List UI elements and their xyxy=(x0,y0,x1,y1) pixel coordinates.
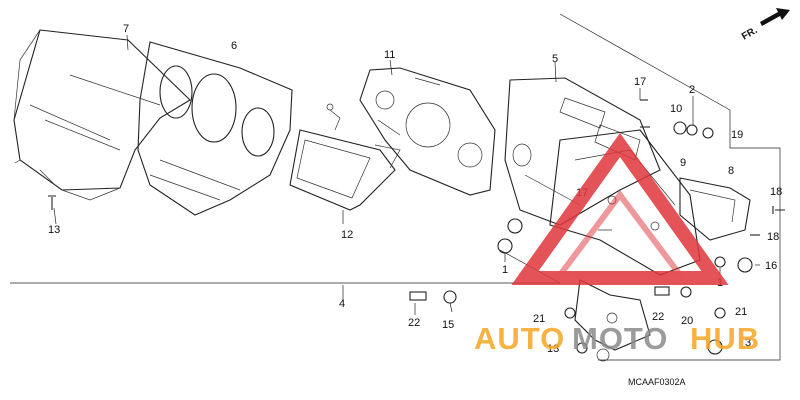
leader-lines xyxy=(53,34,760,315)
callout-9: 9 xyxy=(680,157,686,169)
callout-18-upper: 18 xyxy=(770,186,782,198)
callout-17-upper: 17 xyxy=(634,76,646,88)
watermark-triangle-icon xyxy=(511,132,729,285)
display-unit-part xyxy=(289,103,401,211)
callout-21-right: 21 xyxy=(735,306,747,318)
callout-1-left: 1 xyxy=(502,264,508,276)
callout-2: 2 xyxy=(689,84,695,96)
diagram-code: MCAAF0302A xyxy=(628,377,686,387)
watermark-logo: AUTO MOTO HUB xyxy=(474,132,760,356)
callout-12: 12 xyxy=(341,229,353,241)
front-direction-arrow-icon xyxy=(760,8,790,26)
callout-7: 7 xyxy=(123,23,129,35)
watermark-text-moto: MOTO xyxy=(572,321,668,356)
callout-6: 6 xyxy=(231,40,237,52)
callout-11: 11 xyxy=(384,49,395,61)
callout-15: 15 xyxy=(442,319,454,331)
watermark-text-hub: HUB xyxy=(690,321,760,356)
meter-face-part xyxy=(359,67,496,196)
callout-5: 5 xyxy=(552,53,558,65)
callout-20: 20 xyxy=(681,315,693,327)
callout-19: 19 xyxy=(731,129,743,141)
callout-4: 4 xyxy=(339,298,345,310)
callout-3: 3 xyxy=(745,337,751,349)
callout-22-left: 22 xyxy=(408,317,420,329)
visor-cover-part xyxy=(13,29,191,201)
lower-bracket-part xyxy=(574,279,651,362)
callout-16: 16 xyxy=(765,260,777,272)
boundary-lines xyxy=(10,13,781,361)
front-direction-label: FR. xyxy=(740,25,760,43)
callout-22-right: 22 xyxy=(652,311,664,323)
small-bracket-part xyxy=(679,177,751,241)
callout-21-left: 21 xyxy=(533,313,545,325)
callout-18-lower: 18 xyxy=(767,231,779,243)
callout-13-left: 13 xyxy=(48,224,60,236)
callout-13-lower: 13 xyxy=(547,343,559,355)
meter-bezel-part xyxy=(137,41,293,216)
callout-8: 8 xyxy=(728,165,734,177)
watermark-text-auto: AUTO xyxy=(474,321,565,356)
callout-10: 10 xyxy=(670,103,682,115)
